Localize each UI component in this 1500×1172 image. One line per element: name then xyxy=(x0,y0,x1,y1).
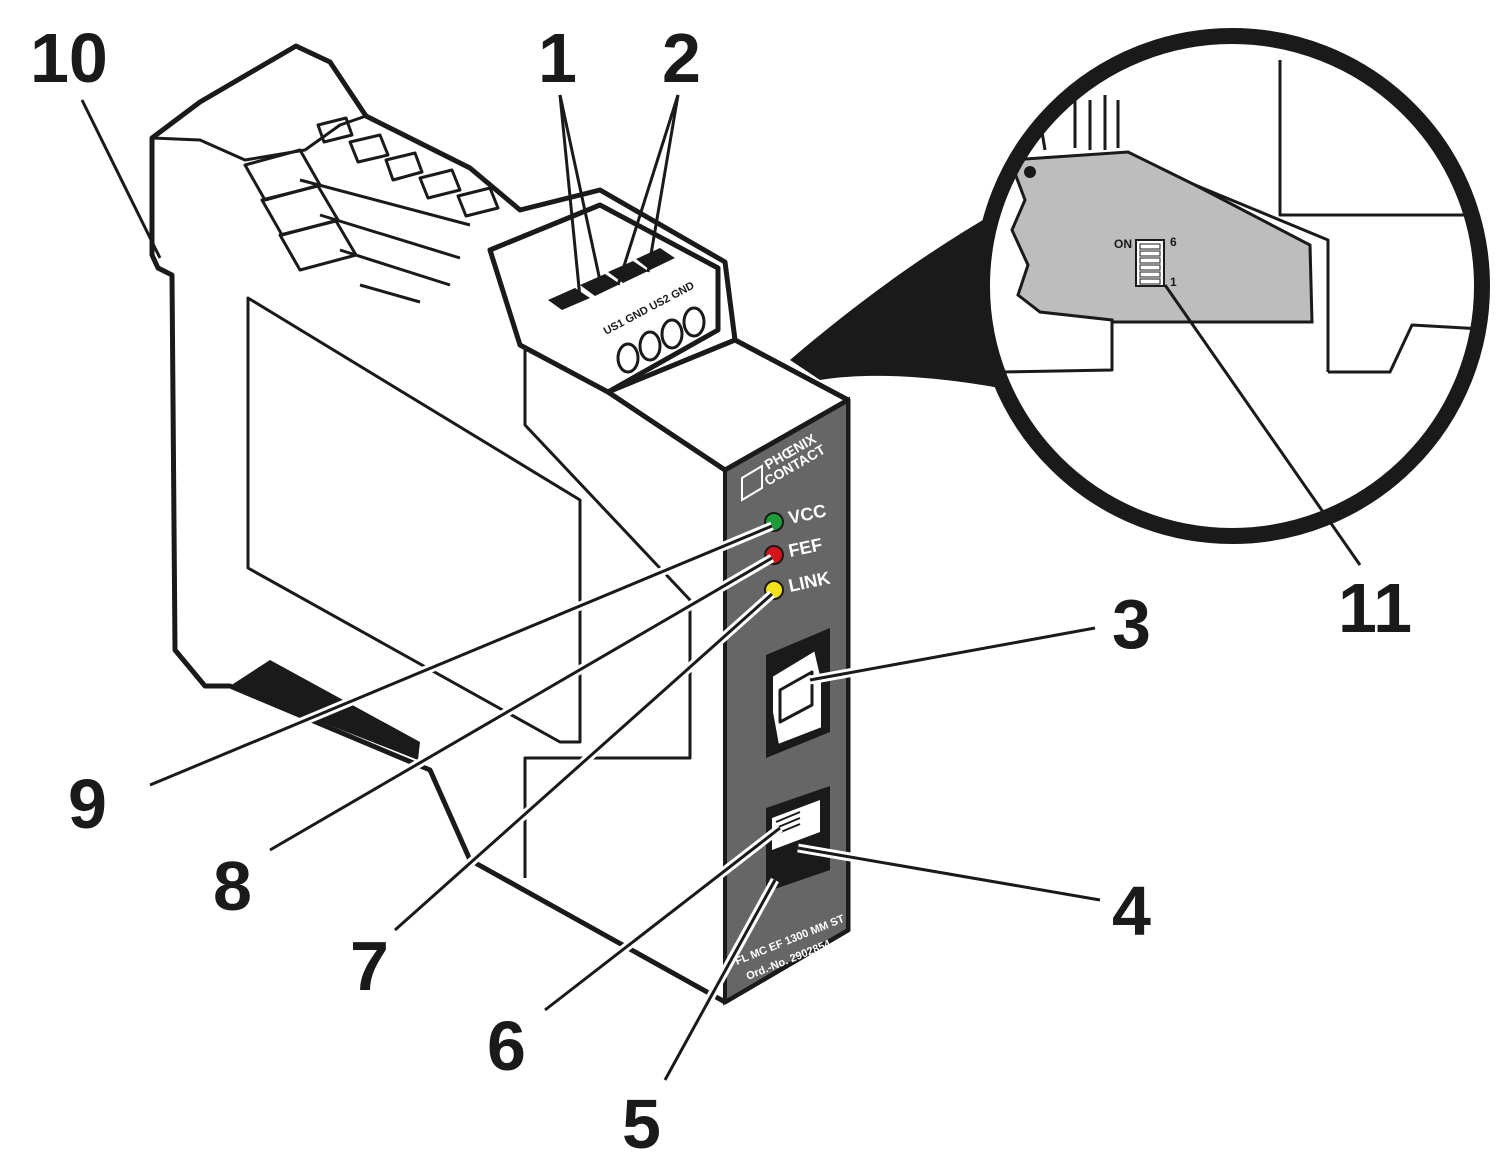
callout-8: 8 xyxy=(213,847,252,925)
top-ridge xyxy=(150,44,368,162)
top-vents xyxy=(243,116,500,304)
magnifier-wedge xyxy=(790,210,1010,390)
leader-5 xyxy=(663,879,777,1081)
dip-top-label: 6 xyxy=(1170,235,1177,249)
callout-4: 4 xyxy=(1112,872,1151,950)
fiber-optic-port xyxy=(766,786,830,892)
leader-11 xyxy=(1163,284,1362,566)
callout-1: 1 xyxy=(538,19,577,97)
leader-6 xyxy=(544,826,781,1012)
front-top-face xyxy=(605,337,851,473)
screw-hole xyxy=(1024,166,1036,178)
magnifier: ON 6 1 xyxy=(790,28,1490,544)
callout-9: 9 xyxy=(68,765,107,843)
leader-8 xyxy=(269,556,773,852)
magnifier-ring xyxy=(974,28,1490,544)
housing-line xyxy=(1328,323,1478,374)
callout-2: 2 xyxy=(662,19,701,97)
dip-on-label: ON xyxy=(1114,237,1132,251)
leader-10 xyxy=(80,99,162,259)
leader-1a xyxy=(558,94,582,299)
leader-3 xyxy=(809,626,1096,682)
housing-line xyxy=(999,322,1114,374)
dip-bottom-label: 1 xyxy=(1170,275,1177,289)
rj45-port xyxy=(766,628,830,758)
terminal-screws-front xyxy=(616,306,706,374)
leader-2a xyxy=(616,94,680,286)
callout-numbers: 1 2 3 4 5 6 7 8 9 10 11 xyxy=(30,19,1412,1163)
callout-5: 5 xyxy=(622,1085,661,1163)
housing-line xyxy=(1278,60,1478,217)
side-label-recess xyxy=(246,296,582,744)
side-contour xyxy=(523,300,692,878)
dip-switch-levers xyxy=(1139,243,1161,285)
callout-10: 10 xyxy=(30,19,108,97)
leader-lines xyxy=(80,94,1362,1083)
housing-line xyxy=(1194,183,1330,372)
magnifier-content: ON 6 1 xyxy=(999,60,1478,374)
leader-7 xyxy=(394,592,773,932)
callout-3: 3 xyxy=(1112,585,1151,663)
housing-bottom-edge xyxy=(428,769,472,861)
leader-2b xyxy=(646,94,680,273)
leader-9 xyxy=(149,524,773,787)
leader-1b xyxy=(558,94,604,291)
callout-7: 7 xyxy=(350,927,389,1005)
callout-6: 6 xyxy=(487,1007,526,1085)
leader-4 xyxy=(797,846,1101,902)
callout-11: 11 xyxy=(1338,569,1412,647)
